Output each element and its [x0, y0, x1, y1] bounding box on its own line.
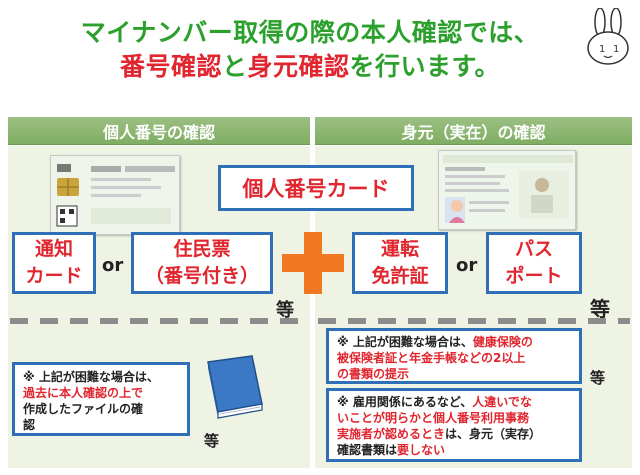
title-red-2: 身元確認: [247, 52, 350, 81]
slide-title: マイナンバー取得の際の本人確認では、 番号確認と身元確認を行います。: [40, 16, 580, 84]
resident-record-line-2: （番号付き）: [144, 265, 259, 287]
title-line-2: 番号確認と身元確認を行います。: [40, 50, 580, 84]
title-mid: と: [221, 52, 248, 81]
etc-right-note: 等: [590, 369, 606, 387]
title-end: を行います。: [349, 52, 501, 81]
left-note-box: ※ 上記が困難な場合は、 過去に本人確認の上で 作成したファイルの確 認: [12, 362, 190, 436]
left-note-red: 過去に本人確認の上で: [23, 386, 144, 400]
drivers-license-line-1: 運転: [380, 238, 419, 260]
passport-line-2: ポート: [505, 265, 563, 287]
right-note1-red-3: の書類の提示: [337, 367, 410, 381]
right-note1-prefix: ※ 上記が困難な場合は、: [337, 335, 473, 349]
notice-card-box: 通知 カード: [12, 232, 96, 294]
header-number-check: 個人番号の確認: [8, 117, 310, 145]
right-note1-red-2: 被保険者証と年金手帳などの2以上: [337, 351, 526, 365]
right-note2-line-4: 確認書類は要しない: [337, 442, 571, 458]
rabbit-mascot-icon: 1 1: [587, 8, 629, 65]
right-note2-line4-red: 要しない: [397, 443, 446, 457]
right-note2-red-1: 人違いでな: [472, 395, 532, 409]
right-note2-line-3: 実施者が認めるときは、身元（実存）: [337, 426, 571, 442]
left-note-line-3: 作成したファイルの確: [23, 402, 144, 416]
drivers-license-line-2: 免許証: [371, 265, 429, 287]
title-line-1: マイナンバー取得の際の本人確認では、: [80, 18, 540, 47]
passport-line-1: パス: [514, 238, 553, 260]
right-note2-prefix: ※ 雇用関係にあるなど、: [337, 395, 473, 409]
individual-number-card-label: 個人番号カード: [218, 165, 414, 211]
left-note-line-1: ※ 上記が困難な場合は、: [23, 370, 159, 384]
right-note1-line-1: ※ 上記が困難な場合は、健康保険の: [337, 334, 571, 350]
right-note-box-2: ※ 雇用関係にあるなど、人違いでな いことが明らかと個人番号利用事務 実施者が認…: [326, 388, 582, 462]
etc-right-top: 等: [590, 297, 610, 321]
svg-text:1: 1: [613, 44, 619, 55]
title-red-1: 番号確認: [119, 52, 222, 81]
right-note2-mid: は、身元（実存）: [445, 427, 542, 441]
resident-record-box: 住民票 （番号付き）: [131, 232, 273, 294]
right-note-box-1: ※ 上記が困難な場合は、健康保険の 被保険者証と年金手帳などの2以上 の書類の提…: [326, 328, 582, 384]
divider-left: [10, 318, 308, 324]
right-note2-line4a: 確認書類は: [337, 443, 398, 457]
right-note2-red-3: 実施者が認めるとき: [337, 427, 446, 441]
right-note2-red-2: いことが明らかと個人番号利用事務: [337, 411, 530, 425]
header-identity-check: 身元（実在）の確認: [315, 117, 632, 145]
notice-card-line-1: 通知: [34, 238, 73, 260]
resident-record-line-1: 住民票: [173, 238, 231, 260]
etc-left-note: 等: [204, 432, 220, 450]
or-right: or: [456, 255, 478, 276]
divider-right: [318, 318, 630, 324]
book-icon: [207, 355, 263, 419]
etc-left: 等: [276, 300, 294, 321]
left-note-line-4: 認: [23, 418, 36, 432]
mynumber-card-back-image: [50, 155, 180, 235]
svg-text:1: 1: [599, 44, 605, 55]
right-note1-red-1: 健康保険の: [472, 335, 533, 349]
notice-card-line-2: カード: [25, 265, 83, 287]
drivers-license-box: 運転 免許証: [352, 232, 448, 294]
drivers-license-image: [438, 150, 576, 230]
right-note2-line-1: ※ 雇用関係にあるなど、人違いでな: [337, 394, 571, 410]
plus-icon: [282, 232, 344, 294]
or-left: or: [102, 255, 124, 276]
passport-box: パス ポート: [486, 232, 582, 294]
